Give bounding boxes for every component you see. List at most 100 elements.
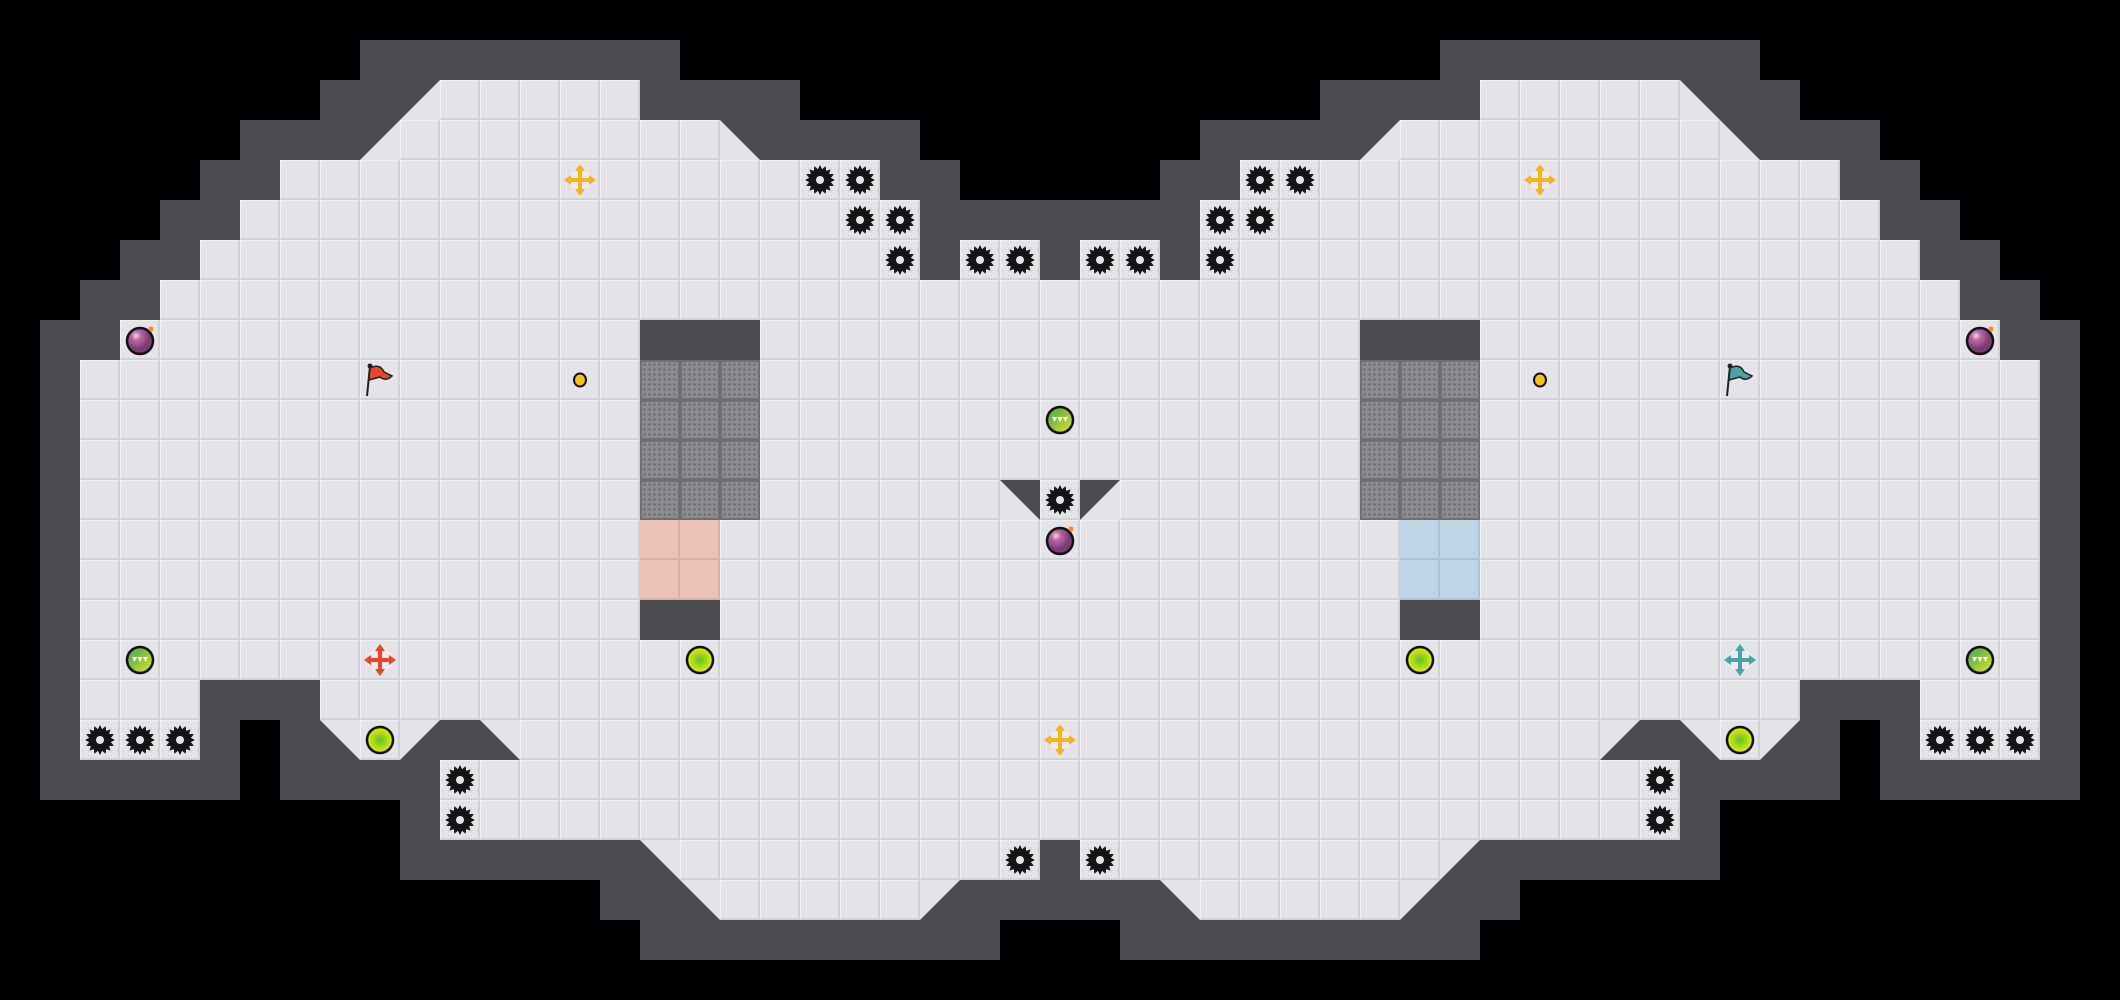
floor-tile [1720, 560, 1760, 600]
floor-tile [1760, 400, 1800, 440]
wall-tile [1040, 880, 1080, 920]
diagonal-wall-tile [1720, 120, 1760, 160]
floor-tile [520, 720, 560, 760]
floor-tile [160, 440, 200, 480]
wall-tile [1160, 200, 1200, 240]
floor-tile [1880, 360, 1920, 400]
floor-tile [880, 800, 920, 840]
wall-tile [760, 120, 800, 160]
floor-tile [480, 200, 520, 240]
diagonal-wall-tile [1160, 880, 1200, 920]
floor-tile [520, 120, 560, 160]
floor-tile [240, 320, 280, 360]
floor-tile [1160, 800, 1200, 840]
wall-tile [1800, 120, 1840, 160]
floor-tile [840, 520, 880, 560]
floor-tile [720, 720, 760, 760]
floor-tile [1360, 800, 1400, 840]
floor-tile [1200, 520, 1240, 560]
lime-orb-icon [360, 720, 400, 760]
floor-tile [1040, 760, 1080, 800]
floor-tile [480, 800, 520, 840]
floor-tile [520, 600, 560, 640]
floor-tile [1960, 600, 2000, 640]
wall-tile [280, 760, 320, 800]
floor-tile [1520, 440, 1560, 480]
floor-tile [1320, 440, 1360, 480]
floor-tile [1440, 280, 1480, 320]
floor-tile [1240, 240, 1280, 280]
floor-tile [360, 440, 400, 480]
floor-tile [360, 600, 400, 640]
wall-tile [40, 680, 80, 720]
wall-tile [920, 160, 960, 200]
floor-tile [1920, 640, 1960, 680]
floor-tile [1520, 600, 1560, 640]
floor-tile [1040, 440, 1080, 480]
wall-tile [240, 120, 280, 160]
floor-tile [1320, 680, 1360, 720]
floor-tile [1680, 200, 1720, 240]
floor-tile [1200, 640, 1240, 680]
floor-tile [1760, 560, 1800, 600]
floor-tile [1120, 680, 1160, 720]
wall-tile [400, 40, 440, 80]
floor-tile [680, 840, 720, 880]
floor-tile [1680, 240, 1720, 280]
floor-tile [760, 760, 800, 800]
floor-tile [240, 480, 280, 520]
wall-tile [80, 320, 120, 360]
floor-tile [1880, 600, 1920, 640]
gate-tile [1400, 480, 1440, 520]
floor-tile [1480, 800, 1520, 840]
floor-tile [400, 160, 440, 200]
floor-tile [1560, 760, 1600, 800]
floor-tile [1360, 240, 1400, 280]
floor-tile [1640, 560, 1680, 600]
wall-tile [440, 40, 480, 80]
diagonal-wall-tile [640, 840, 680, 880]
wall-tile [1400, 920, 1440, 960]
floor-tile [1560, 680, 1600, 720]
floor-tile [440, 560, 480, 600]
floor-tile [800, 440, 840, 480]
floor-tile [1840, 320, 1880, 360]
floor-tile [1840, 520, 1880, 560]
floor-tile [1760, 240, 1800, 280]
floor-tile [1520, 400, 1560, 440]
wall-tile [2040, 440, 2080, 480]
gate-tile [640, 480, 680, 520]
floor-tile [320, 640, 360, 680]
wall-tile [640, 80, 680, 120]
floor-tile [1360, 200, 1400, 240]
floor-tile [640, 120, 680, 160]
floor-tile [1920, 280, 1960, 320]
floor-tile [520, 440, 560, 480]
wall-tile [1160, 920, 1200, 960]
floor-tile [400, 440, 440, 480]
floor-tile [1400, 120, 1440, 160]
floor-tile [240, 200, 280, 240]
floor-tile [360, 520, 400, 560]
floor-tile [240, 240, 280, 280]
floor-tile [600, 800, 640, 840]
floor-tile [1440, 160, 1480, 200]
floor-tile [1480, 320, 1520, 360]
floor-tile [240, 280, 280, 320]
spike-icon [440, 760, 480, 800]
floor-tile [560, 480, 600, 520]
floor-tile [1640, 400, 1680, 440]
floor-tile [1720, 680, 1760, 720]
floor-tile [1720, 240, 1760, 280]
floor-tile [1320, 360, 1360, 400]
wall-tile [400, 840, 440, 880]
floor-tile [840, 280, 880, 320]
floor-tile [1840, 560, 1880, 600]
spike-icon [840, 200, 880, 240]
floor-tile [400, 600, 440, 640]
floor-tile [1760, 480, 1800, 520]
floor-tile [1360, 560, 1400, 600]
powerup-icon [1040, 400, 1080, 440]
floor-tile [800, 280, 840, 320]
wall-tile [680, 320, 720, 360]
